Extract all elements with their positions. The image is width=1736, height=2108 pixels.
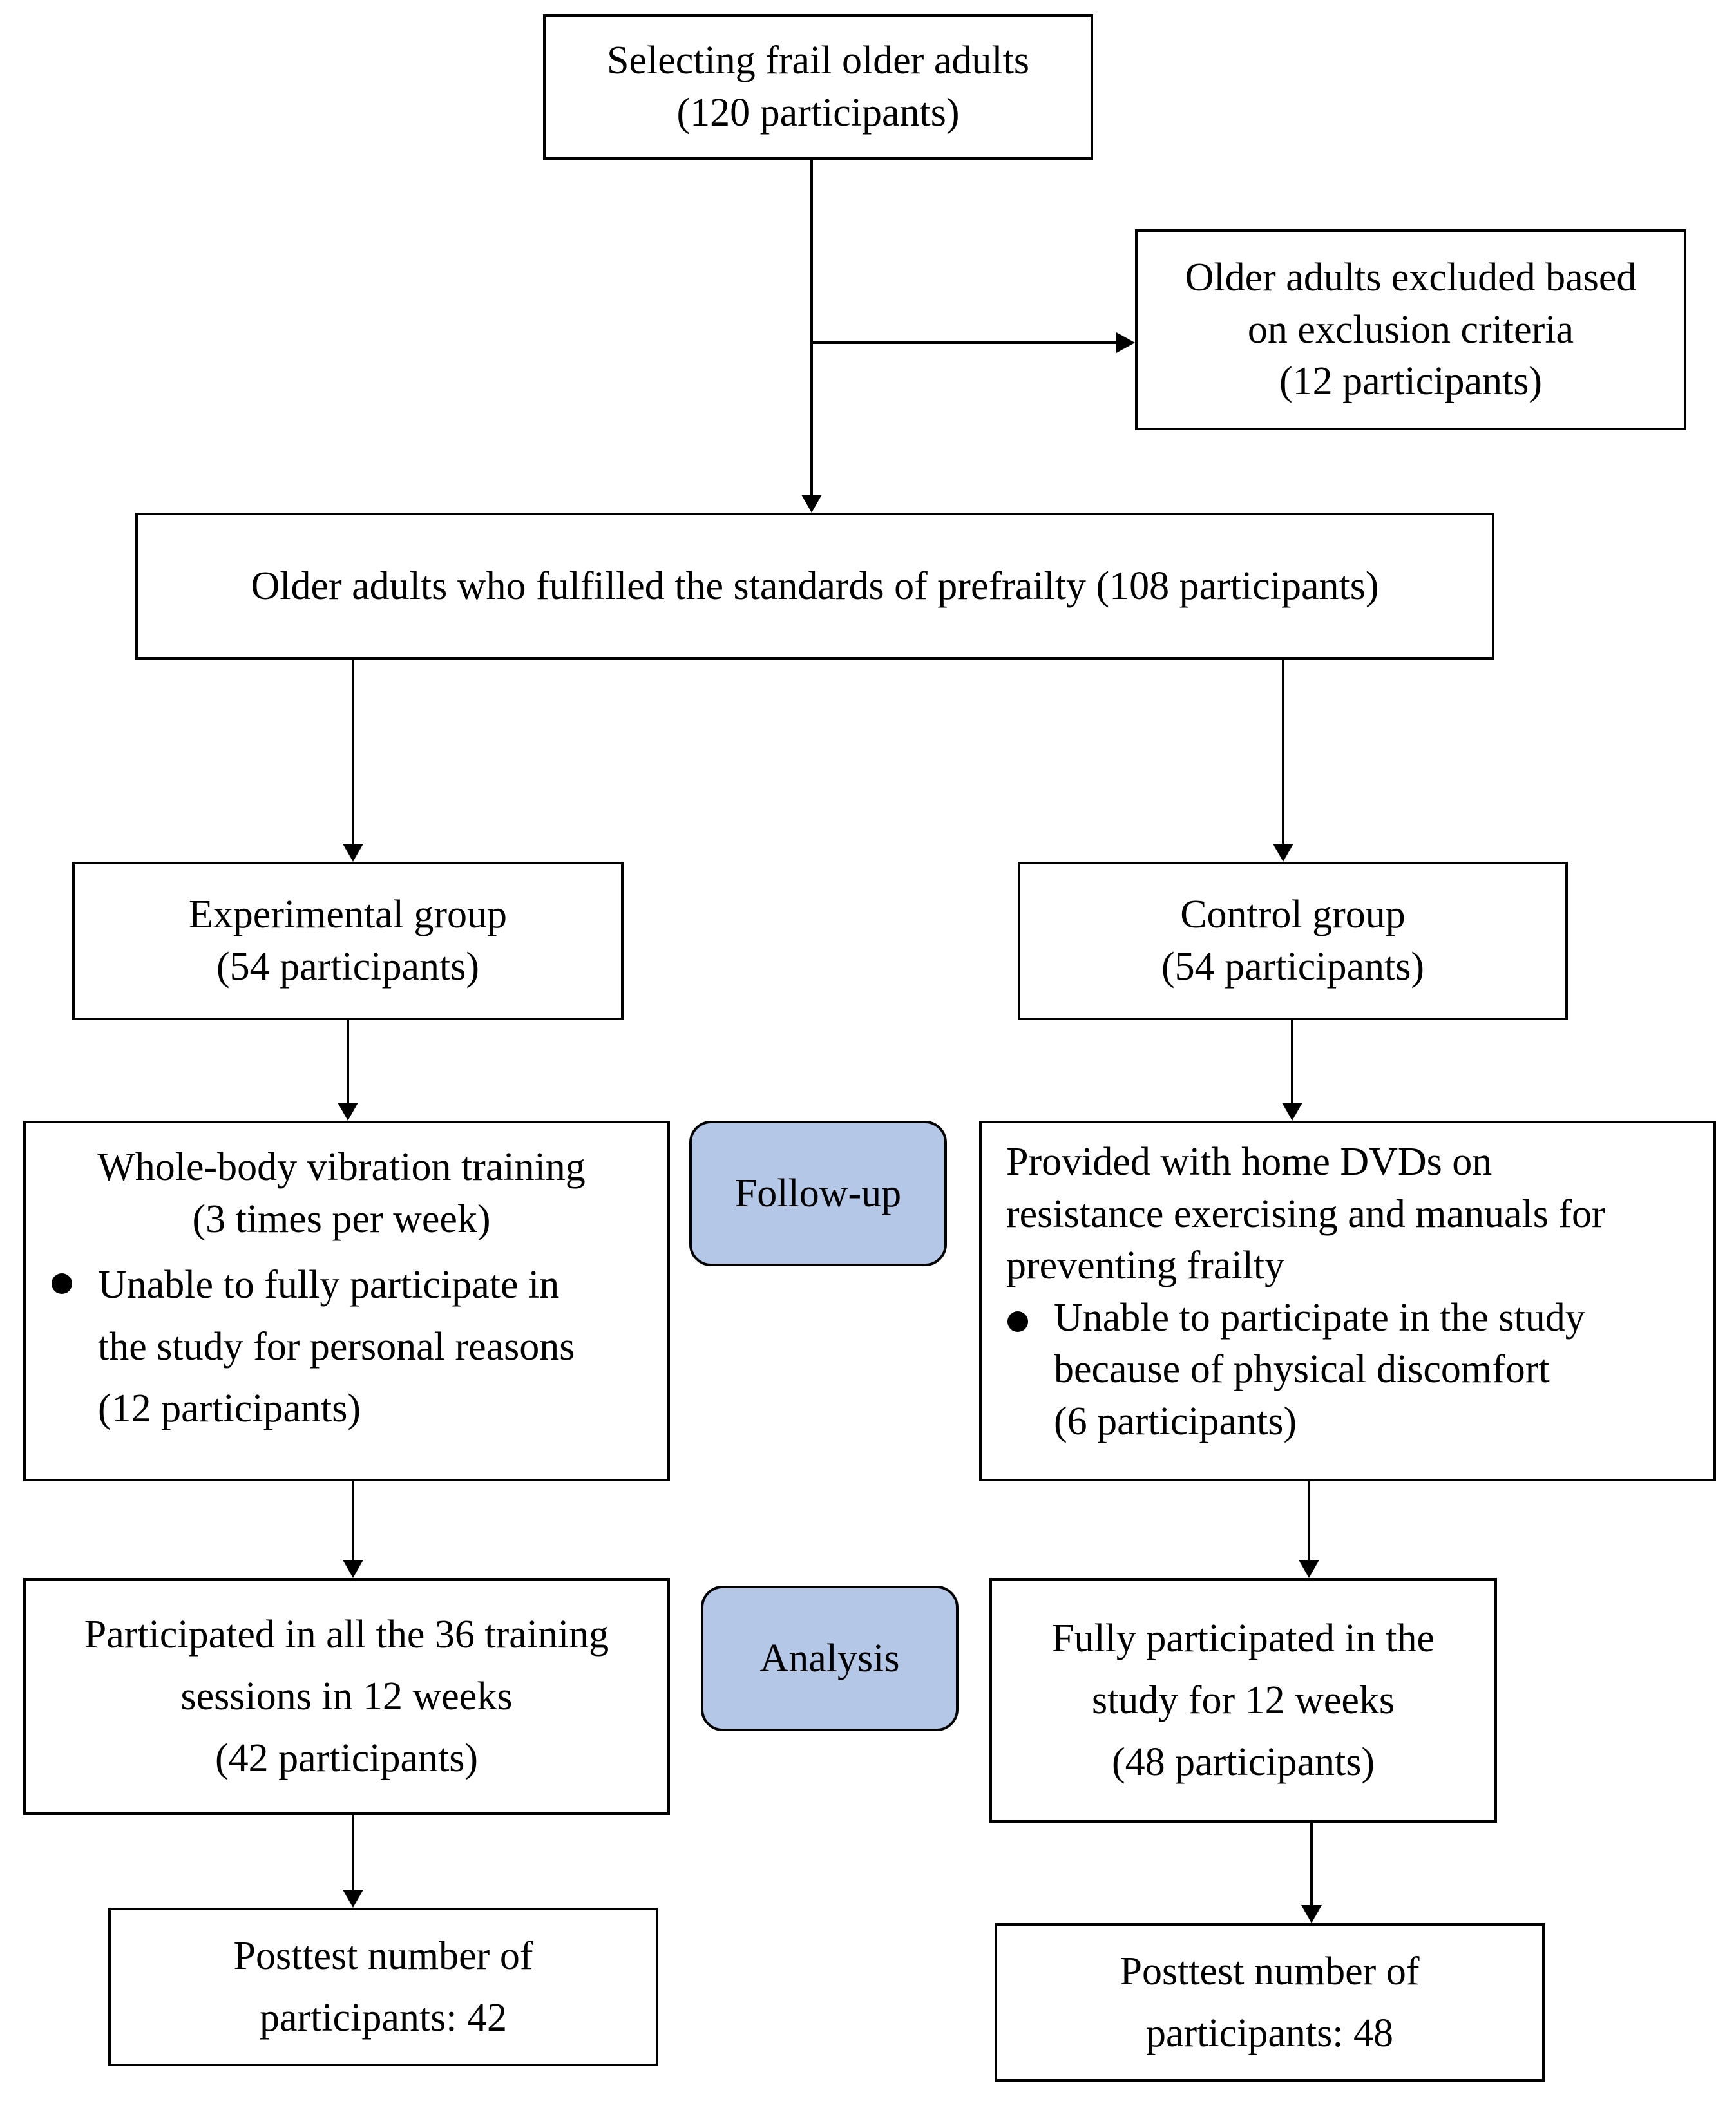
node-prefrailty-text: Older adults who fulfilled the standards…: [251, 564, 1379, 608]
node-excluded-line3: (12 participants): [1279, 359, 1543, 404]
node-control-group: Control group (54 participants): [1018, 862, 1568, 1020]
node-wbv-bullet2: the study for personal reasons: [98, 1325, 575, 1369]
node-exp-analysis-line2: sessions in 12 weeks: [180, 1674, 513, 1718]
node-dvd-bullet1: Unable to participate in the study: [1054, 1295, 1585, 1340]
node-dvd-line2: resistance exercising and manuals for: [1006, 1192, 1605, 1236]
arrowhead-exp-analysis: [343, 1560, 363, 1578]
node-selecting-line2: (120 participants): [676, 91, 960, 135]
node-wbv-training: Whole-body vibration training (3 times p…: [23, 1121, 670, 1481]
node-excluded: Older adults excluded based on exclusion…: [1135, 229, 1686, 430]
node-ctrl-analysis-line2: study for 12 weeks: [1091, 1678, 1395, 1722]
node-control-line2: (54 participants): [1161, 945, 1425, 989]
arrowhead-experimental: [343, 844, 363, 862]
arrowhead-excluded: [1116, 332, 1135, 353]
node-excluded-line2: on exclusion criteria: [1247, 307, 1574, 352]
dvd-dropout-bullet: Unable to participate in the study becau…: [982, 1292, 1701, 1448]
node-wbv-bullet3: (12 participants): [98, 1387, 361, 1431]
node-wbv-line1: Whole-body vibration training: [97, 1145, 586, 1189]
arrowhead-control: [1273, 844, 1293, 862]
wbv-dropout-bullet: Unable to fully participate in the study…: [26, 1254, 656, 1439]
node-selecting-line1: Selecting frail older adults: [607, 39, 1029, 83]
stage-label-analysis-text: Analysis: [759, 1636, 900, 1680]
node-experimental-group: Experimental group (54 participants): [72, 862, 624, 1020]
node-ctrl-posttest-line1: Posttest number of: [1120, 1949, 1420, 1993]
node-exp-analysis-line3: (42 participants): [215, 1736, 479, 1781]
node-control-line1: Control group: [1180, 893, 1406, 937]
node-prefrailty: Older adults who fulfilled the standards…: [135, 513, 1494, 660]
arrowhead-wbv: [338, 1103, 358, 1121]
arrowhead-ctrl-analysis: [1299, 1560, 1319, 1578]
node-ctrl-posttest: Posttest number of participants: 48: [995, 1923, 1545, 2082]
node-excluded-line1: Older adults excluded based: [1185, 256, 1637, 300]
stage-label-analysis: Analysis: [701, 1586, 959, 1731]
stage-label-followup: Follow-up: [689, 1121, 947, 1266]
node-wbv-bullet1: Unable to fully participate in: [98, 1263, 560, 1307]
arrowhead-ctrl-posttest: [1301, 1905, 1322, 1923]
node-dvd-bullet3: (6 participants): [1054, 1399, 1297, 1443]
node-experimental-line1: Experimental group: [188, 893, 508, 937]
node-exp-posttest-line1: Posttest number of: [233, 1933, 533, 1978]
node-exp-analysis-line1: Participated in all the 36 training: [84, 1612, 609, 1657]
node-ctrl-posttest-line2: participants: 48: [1146, 2011, 1393, 2055]
node-home-dvd: Provided with home DVDs on resistance ex…: [979, 1121, 1716, 1481]
node-ctrl-analysis-line3: (48 participants): [1111, 1740, 1375, 1785]
arrowhead-exp-posttest: [343, 1890, 363, 1908]
node-dvd-line3: preventing frailty: [1006, 1244, 1285, 1288]
arrowhead-prefrailty: [801, 495, 822, 513]
node-experimental-line2: (54 participants): [216, 945, 480, 989]
stage-label-followup-text: Follow-up: [734, 1171, 902, 1215]
arrowhead-dvd: [1282, 1103, 1302, 1121]
node-exp-posttest-line2: participants: 42: [260, 1996, 507, 2040]
node-ctrl-analysis: Fully participated in the study for 12 w…: [989, 1578, 1497, 1823]
node-ctrl-analysis-line1: Fully participated in the: [1051, 1616, 1435, 1660]
node-selecting: Selecting frail older adults (120 partic…: [543, 14, 1093, 160]
node-dvd-line1: Provided with home DVDs on: [1006, 1140, 1493, 1184]
node-exp-analysis: Participated in all the 36 training sess…: [23, 1578, 670, 1815]
node-exp-posttest: Posttest number of participants: 42: [108, 1908, 658, 2066]
node-dvd-bullet2: because of physical discomfort: [1054, 1347, 1550, 1392]
node-wbv-line2: (3 times per week): [192, 1197, 491, 1241]
